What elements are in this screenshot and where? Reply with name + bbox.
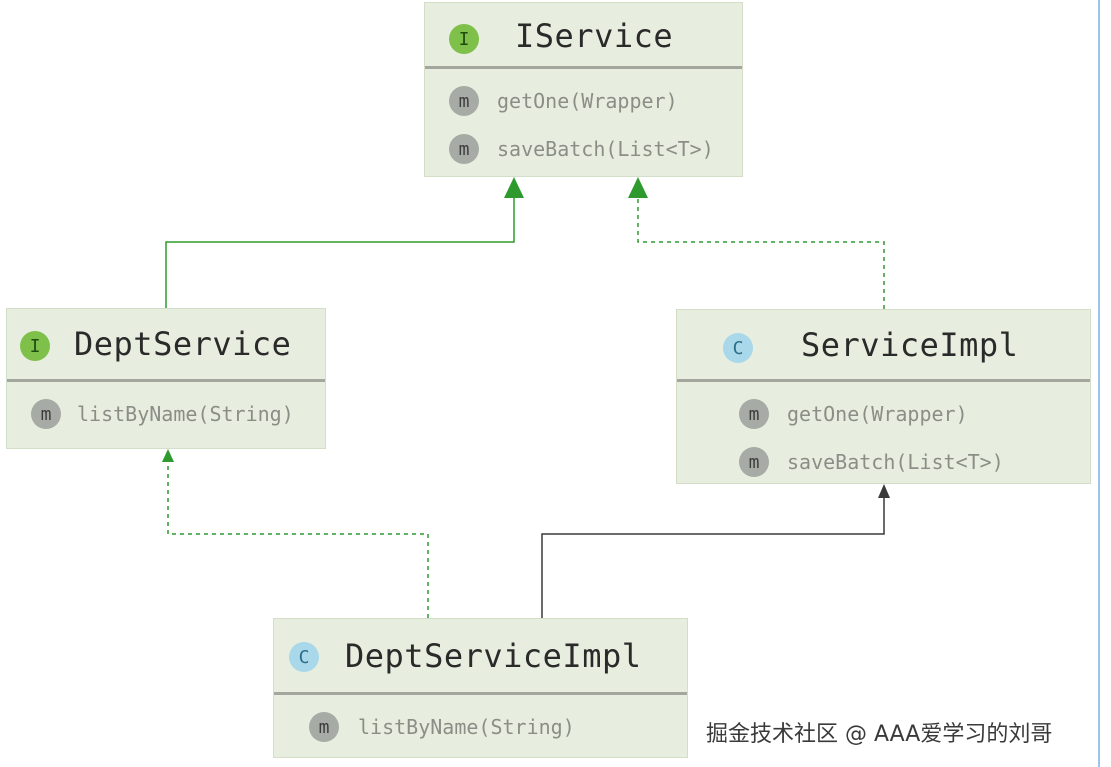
class-icon: C xyxy=(289,642,319,672)
method-signature: getOne(Wrapper) xyxy=(787,402,968,426)
edge-deptservice-extends-iservice xyxy=(165,177,524,309)
node-header: C DeptServiceImpl xyxy=(274,619,687,695)
method-signature: listByName(String) xyxy=(77,402,294,426)
method-icon: m xyxy=(739,447,769,477)
edge-arrowhead xyxy=(878,484,890,498)
method-signature: getOne(Wrapper) xyxy=(497,89,678,113)
edge-deptserviceimpl-implements-deptservice xyxy=(162,449,429,618)
interface-icon: I xyxy=(20,331,50,361)
method-icon: m xyxy=(309,712,339,742)
edge-arrowhead xyxy=(504,177,524,198)
node-iservice[interactable]: I IService m getOne(Wrapper) m saveBatch… xyxy=(424,2,743,177)
node-deptservice[interactable]: I DeptService m listByName(String) xyxy=(6,308,326,449)
node-deptserviceimpl[interactable]: C DeptServiceImpl m listByName(String) xyxy=(273,618,688,758)
method-icon: m xyxy=(31,399,61,429)
node-methods: m getOne(Wrapper) m saveBatch(List<T>) xyxy=(677,382,1090,486)
edge-arrowhead xyxy=(162,449,174,462)
node-title: DeptService xyxy=(74,325,292,363)
method-icon: m xyxy=(449,86,479,116)
method-row[interactable]: m getOne(Wrapper) xyxy=(677,390,1090,438)
node-methods: m listByName(String) xyxy=(274,695,687,751)
edge-serviceimpl-implements-iservice xyxy=(628,177,885,309)
method-row[interactable]: m saveBatch(List<T>) xyxy=(677,438,1090,486)
watermark: 掘金技术社区 @ AAA爱学习的刘哥 xyxy=(706,722,1053,747)
node-title: IService xyxy=(515,17,674,55)
edge-arrowhead xyxy=(628,177,648,198)
method-row[interactable]: m getOne(Wrapper) xyxy=(425,77,742,125)
class-icon: C xyxy=(723,333,753,363)
method-signature: listByName(String) xyxy=(358,715,575,739)
method-row[interactable]: m saveBatch(List<T>) xyxy=(425,125,742,173)
method-signature: saveBatch(List<T>) xyxy=(787,450,1004,474)
node-header: I DeptService xyxy=(7,309,325,382)
node-header: I IService xyxy=(425,3,742,69)
method-icon: m xyxy=(739,399,769,429)
node-title: ServiceImpl xyxy=(801,326,1019,364)
node-header: C ServiceImpl xyxy=(677,310,1090,382)
method-icon: m xyxy=(449,134,479,164)
window-right-border xyxy=(1098,0,1100,767)
edge-deptserviceimpl-extends-serviceimpl xyxy=(541,484,890,618)
node-methods: m listByName(String) xyxy=(7,382,325,438)
method-signature: saveBatch(List<T>) xyxy=(497,137,714,161)
node-methods: m getOne(Wrapper) m saveBatch(List<T>) xyxy=(425,69,742,173)
method-row[interactable]: m listByName(String) xyxy=(274,703,687,751)
node-serviceimpl[interactable]: C ServiceImpl m getOne(Wrapper) m saveBa… xyxy=(676,309,1091,484)
node-title: DeptServiceImpl xyxy=(345,637,642,675)
method-row[interactable]: m listByName(String) xyxy=(7,390,325,438)
interface-icon: I xyxy=(449,24,479,54)
